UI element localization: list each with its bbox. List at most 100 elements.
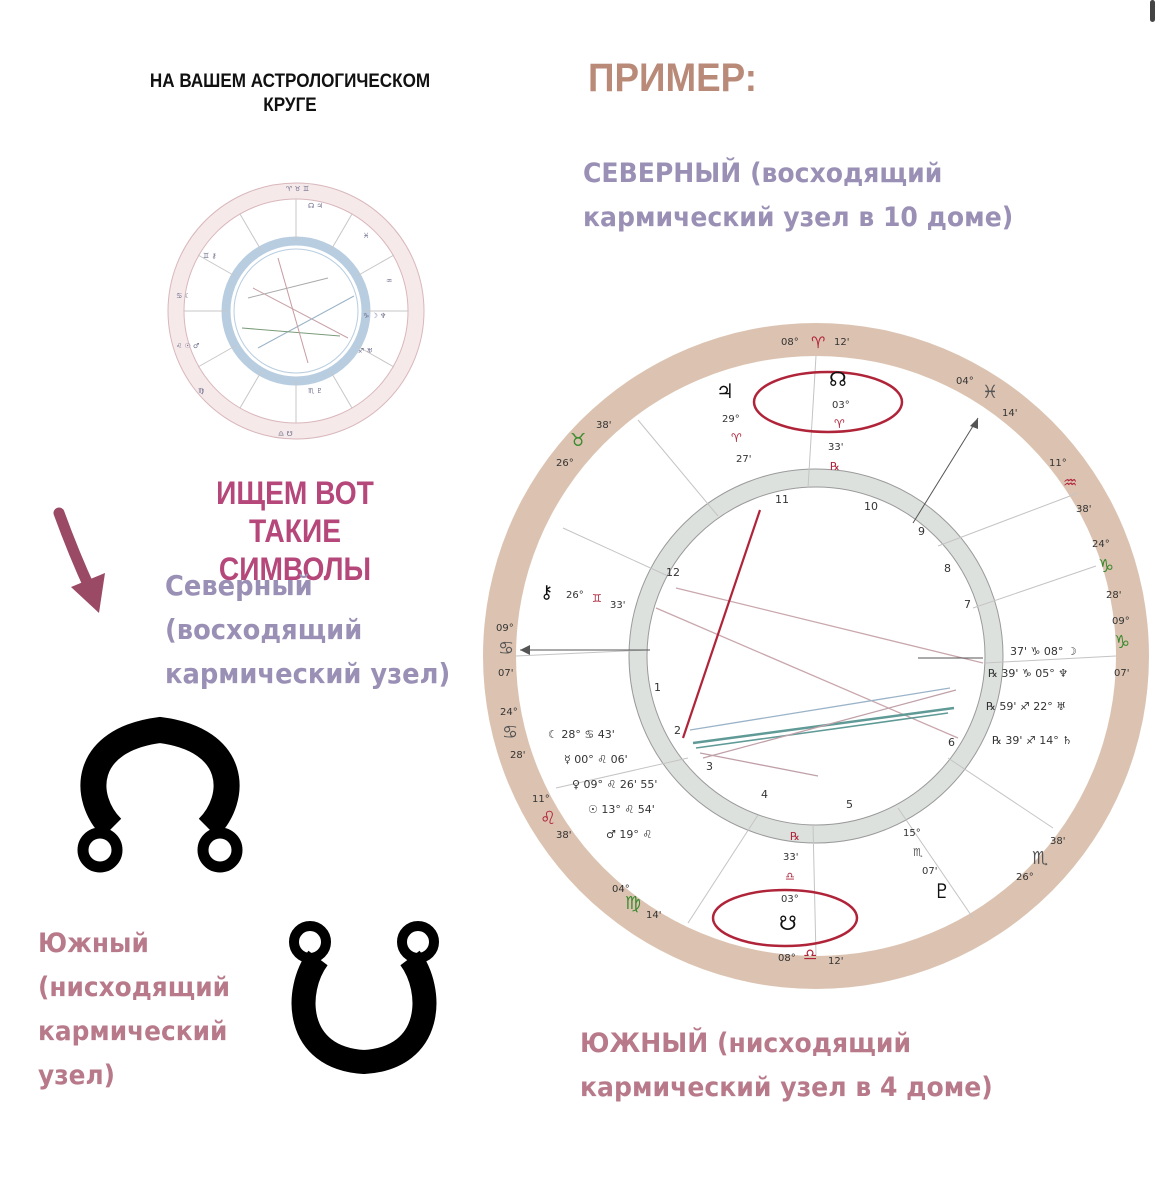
svg-text:2: 2: [674, 724, 681, 737]
south-symbol-label-line3: кармический: [38, 1016, 228, 1047]
down-arrow-icon: [53, 507, 105, 613]
svg-text:☋: ☋: [779, 911, 797, 935]
svg-text:5: 5: [846, 798, 853, 811]
svg-text:08°: 08°: [781, 337, 799, 348]
svg-text:♍: ♍: [625, 893, 641, 914]
svg-text:3: 3: [706, 760, 713, 773]
svg-text:12': 12': [834, 337, 849, 348]
south-node-highlight: [711, 888, 859, 948]
svg-text:℞ 59' ♐ 22° ♅: ℞ 59' ♐ 22° ♅: [986, 700, 1066, 713]
svg-text:℞ 39' ♑ 05° ♆: ℞ 39' ♑ 05° ♆: [988, 667, 1068, 680]
svg-text:33': 33': [828, 442, 843, 453]
svg-text:38': 38': [556, 830, 571, 841]
svg-text:♊: ♊: [592, 592, 602, 605]
svg-text:10: 10: [864, 500, 878, 513]
svg-text:♈ ♉ ♊: ♈ ♉ ♊: [286, 185, 309, 193]
svg-text:33': 33': [610, 600, 625, 611]
svg-text:04°: 04°: [612, 884, 630, 895]
south-symbol-label-line4: узел): [38, 1060, 116, 1091]
svg-text:☉ 13° ♌ 54': ☉ 13° ♌ 54': [588, 803, 655, 816]
svg-text:24°: 24°: [1092, 539, 1110, 550]
example-title: ПРИМЕР:: [588, 56, 757, 100]
svg-text:6: 6: [948, 736, 955, 749]
svg-text:♈: ♈: [811, 333, 825, 352]
svg-text:09°: 09°: [1112, 616, 1130, 627]
svg-text:♇: ♇: [933, 879, 951, 903]
svg-text:14': 14': [646, 910, 661, 921]
svg-text:12: 12: [666, 566, 680, 579]
svg-text:38': 38': [596, 420, 611, 431]
header-left-line2: КРУГЕ: [263, 95, 317, 116]
svg-text:♋ ☾: ♋ ☾: [176, 292, 191, 300]
svg-text:28': 28': [510, 750, 525, 761]
south-node-marker: ℞ 33' ♎ 03° ☋: [779, 830, 800, 935]
svg-text:11°: 11°: [1049, 458, 1067, 469]
svg-text:℞ 39' ♐ 14° ♄: ℞ 39' ♐ 14° ♄: [992, 734, 1072, 747]
svg-text:☿ 00° ♌ 06': ☿ 00° ♌ 06': [564, 753, 628, 766]
south-symbol-label: Южный (нисходящий кармический узел): [38, 922, 230, 1098]
svg-text:☊ ♃: ☊ ♃: [308, 202, 323, 210]
svg-text:♑ ☽ ♆: ♑ ☽ ♆: [363, 312, 386, 320]
svg-text:♃: ♃: [716, 379, 734, 403]
north-node-symbol-icon: [77, 716, 243, 873]
north-caption-line2: кармический узел в 10 доме): [583, 202, 1014, 233]
north-caption-line1: СЕВЕРНЫЙ (восходящий: [583, 158, 943, 189]
svg-text:℞: ℞: [830, 460, 840, 473]
small-wheel-image: ♈ ♉ ♊ ☊ ♃ ♓ ♒ ♑ ☽ ♆ ♐ ♅ ♏ ♇ ♎ ☋ ♍ ♌ ☉ ♂ …: [167, 182, 425, 440]
svg-text:♂ 19° ♌: ♂ 19° ♌: [606, 828, 652, 841]
svg-text:♒: ♒: [1063, 473, 1077, 492]
svg-text:15°: 15°: [903, 828, 921, 839]
svg-text:♎: ♎: [785, 870, 795, 883]
svg-text:09°: 09°: [496, 623, 514, 634]
svg-text:☊: ☊: [829, 367, 847, 391]
jupiter-marker: ♃ 29° ♈ 27': [716, 379, 751, 465]
look-for-line1: ИЩЕМ ВОТ ТАКИЕ: [216, 475, 374, 549]
svg-text:4: 4: [761, 788, 768, 801]
svg-text:24°: 24°: [500, 707, 518, 718]
south-symbol-label-line2: (нисходящий: [38, 972, 231, 1003]
north-symbol-label-line1: Северный: [165, 569, 313, 602]
svg-text:07': 07': [498, 668, 513, 679]
mc-axis-line: [912, 417, 979, 524]
svg-text:26°: 26°: [566, 590, 584, 601]
svg-text:♈: ♈: [731, 431, 742, 445]
svg-text:38': 38': [1050, 836, 1065, 847]
svg-text:29°: 29°: [722, 414, 740, 425]
svg-text:12': 12': [828, 956, 843, 967]
svg-text:26°: 26°: [556, 458, 574, 469]
south-node-symbol-icon: [289, 921, 439, 1075]
south-caption: ЮЖНЫЙ (нисходящий кармический узел в 4 д…: [580, 1022, 993, 1110]
svg-text:11°: 11°: [532, 794, 550, 805]
scrollbar-indicator: [1150, 0, 1155, 22]
svg-text:28': 28': [1106, 590, 1121, 601]
svg-text:♌: ♌: [540, 808, 556, 829]
svg-text:38': 38': [1076, 504, 1091, 515]
cusp-lines: [515, 355, 1117, 957]
north-symbol-label-line2: (восходящий: [165, 613, 363, 646]
cusp-label-group: 08° ♈ 12' 04° ♓ 14' 11° ♒ 38' 24° ♑ 28' …: [496, 333, 1130, 967]
svg-text:11: 11: [775, 493, 789, 506]
svg-text:♊ ⚷: ♊ ⚷: [203, 252, 217, 260]
svg-text:9: 9: [918, 525, 925, 538]
svg-text:03°: 03°: [781, 894, 799, 905]
svg-text:♏ ♇: ♏ ♇: [308, 387, 323, 395]
svg-text:08°: 08°: [778, 953, 796, 964]
svg-text:04°: 04°: [956, 376, 974, 387]
svg-text:♌ ☉ ♂: ♌ ☉ ♂: [176, 342, 199, 350]
header-left-line1: НА ВАШЕМ АСТРОЛОГИЧЕСКОМ: [149, 71, 431, 92]
north-symbol-label-line3: кармический узел): [165, 657, 451, 690]
right-planet-cluster: 37' ♑ 08° ☽ ℞ 39' ♑ 05° ♆ ℞ 59' ♐ 22° ♅ …: [986, 645, 1077, 747]
svg-text:03°: 03°: [832, 400, 850, 411]
svg-text:℞: ℞: [790, 830, 800, 843]
example-wheel: 1 2 3 4 5 6 7 8 9 10 11 12 08° ♈ 12' 04°…: [483, 323, 1149, 989]
svg-text:07': 07': [922, 866, 937, 877]
north-node-marker: ☊ 03° ♈ 33' ℞: [828, 367, 850, 473]
svg-text:♓: ♓: [363, 232, 369, 240]
look-for-heading: ИЩЕМ ВОТ ТАКИЕ СИМВОЛЫ: [167, 474, 422, 588]
header-left: НА ВАШЕМ АСТРОЛОГИЧЕСКОМ КРУГЕ: [119, 70, 461, 118]
svg-text:8: 8: [944, 562, 951, 575]
svg-text:33': 33': [783, 852, 798, 863]
house-ring-inner: [646, 486, 986, 826]
south-symbol-label-line1: Южный: [38, 928, 149, 959]
svg-text:07': 07': [1114, 668, 1129, 679]
